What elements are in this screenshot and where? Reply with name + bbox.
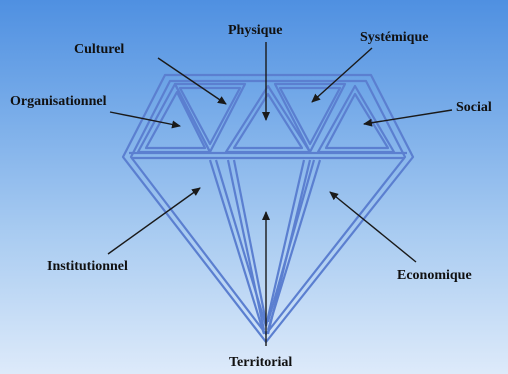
label-economique: Economique [397, 268, 472, 284]
label-institutionnel: Institutionnel [47, 259, 128, 275]
pavilion-line-4a [268, 160, 320, 330]
crown-facet-4-inner [280, 88, 340, 144]
diamond-shape [123, 75, 413, 342]
pavilion-line-4b [268, 160, 314, 322]
label-culturel: Culturel [74, 42, 124, 58]
label-organisationnel: Organisationnel [10, 94, 106, 110]
label-systemique: Systémique [360, 30, 428, 46]
pavilion-line-1a [210, 160, 264, 334]
crown-facet-3-inner [234, 94, 302, 148]
label-territorial: Territorial [229, 355, 292, 371]
pavilion-line-2a [228, 160, 264, 330]
diamond-outer-outline [123, 75, 413, 342]
arrow-social [364, 110, 452, 124]
label-physique: Physique [228, 23, 282, 39]
arrow-economique [330, 192, 416, 262]
label-social: Social [456, 100, 492, 116]
